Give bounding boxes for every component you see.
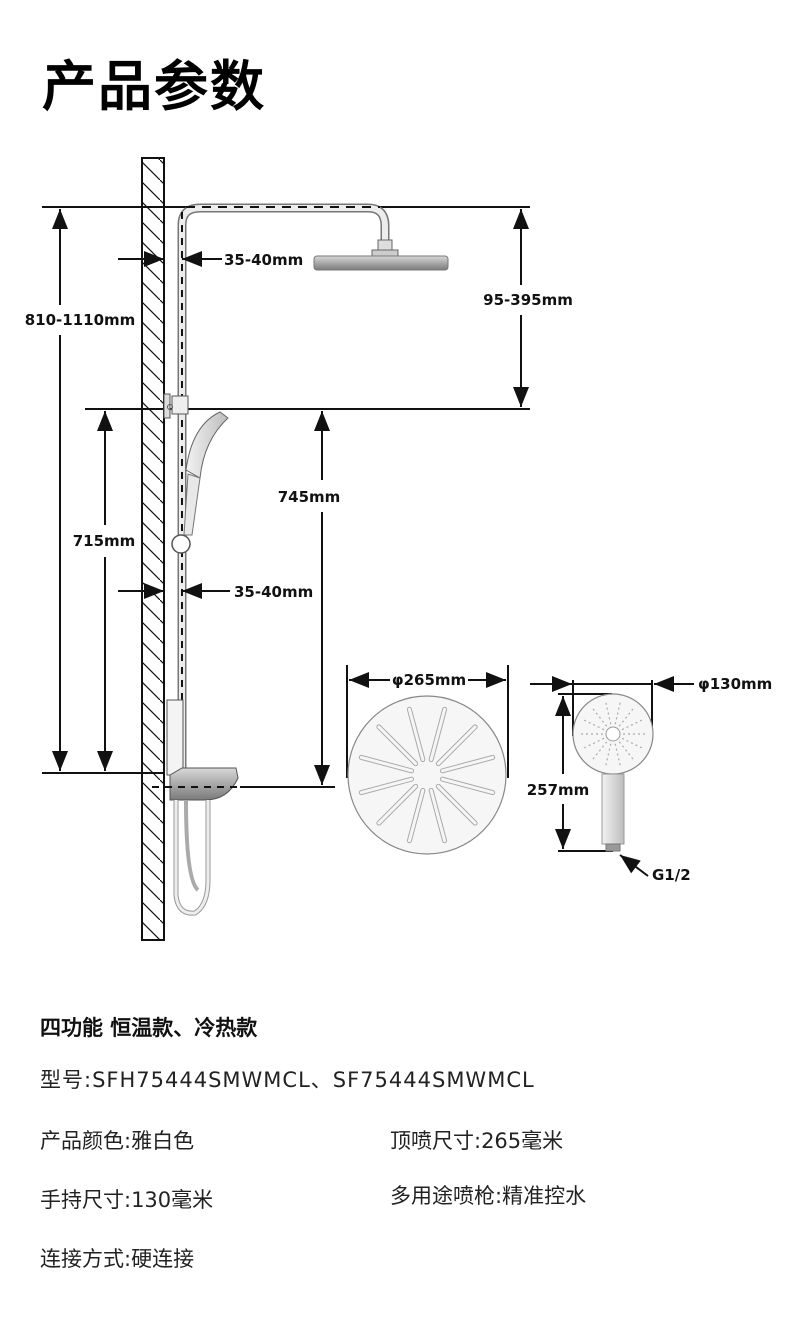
spec-heading: 四功能 恒温款、冷热款	[40, 1016, 258, 1040]
hand-nozzle-ray	[581, 737, 605, 750]
label-wall-gap-top: 35-40mm	[224, 251, 303, 269]
nozzle-ray	[359, 777, 414, 795]
shower-dimension-diagram: 810-1110mm 35-40mm 95-395mm 745mm 715mm …	[25, 157, 773, 941]
label-slide-bar-height: 745mm	[278, 488, 341, 506]
hand-nozzle-ray	[604, 743, 612, 769]
label-total-height: 810-1110mm	[25, 311, 136, 329]
wall	[141, 157, 165, 941]
hand-nozzle-ray	[581, 718, 605, 731]
nozzle-ray	[436, 784, 477, 825]
spec-model: 型号:SFH75444SMWMCL、SF75444SMWMCL	[40, 1068, 535, 1092]
dim-wall-gap-top: 35-40mm	[118, 251, 303, 269]
label-holder-height: 715mm	[73, 532, 136, 550]
hand-nozzle-ray	[604, 699, 612, 725]
nozzle-ray	[440, 777, 495, 795]
nozzle-ray	[407, 707, 425, 762]
label-top-shower-diameter: φ265mm	[392, 671, 466, 689]
hand-nozzle-ray	[590, 741, 608, 762]
top-shower-head-side	[313, 239, 449, 271]
page-title: 产品参数	[42, 55, 266, 118]
spec-item-color: 产品颜色:雅白色	[40, 1129, 195, 1153]
hand-nozzle-ray	[590, 706, 608, 727]
dim-slide-bar-height: 745mm	[278, 411, 341, 785]
nozzle-ray	[377, 725, 418, 766]
label-head-drop: 95-395mm	[483, 291, 573, 309]
hand-nozzle-ray	[618, 706, 636, 727]
label-thread: G1/2	[652, 866, 691, 884]
label-hand-shower-length: 257mm	[527, 781, 590, 799]
nozzle-ray	[359, 755, 414, 773]
hand-shower-face: φ130mm 257mm G1/2	[527, 675, 773, 884]
dim-holder-height: 715mm	[73, 411, 136, 771]
dim-head-drop: 95-395mm	[483, 209, 573, 407]
label-hand-shower-diameter: φ130mm	[698, 675, 772, 693]
dim-wall-gap-bottom: 35-40mm	[118, 583, 313, 601]
nozzle-ray	[429, 788, 447, 843]
nozzle-ray	[429, 707, 447, 762]
top-shower-face: φ265mm	[346, 665, 509, 855]
spec-item-spray-gun: 多用途喷枪:精准控水	[390, 1184, 587, 1208]
hand-nozzle-ray	[621, 718, 645, 731]
spec-item-hand-shower-size: 手持尺寸:130毫米	[40, 1188, 214, 1212]
mixer-valve-and-shelf	[152, 699, 240, 916]
wall-bracket	[163, 393, 189, 419]
spec-item-connection: 连接方式:硬连接	[40, 1247, 195, 1271]
nozzle-ray	[436, 725, 477, 766]
hand-nozzle-ray	[621, 737, 645, 750]
hand-nozzle-ray	[614, 699, 622, 725]
riser-pipe	[177, 203, 390, 785]
hand-shower-side	[171, 411, 229, 554]
hand-nozzle-ray	[618, 741, 636, 762]
nozzle-ray	[377, 784, 418, 825]
hand-nozzle-ray	[614, 743, 622, 769]
dim-total-height: 810-1110mm	[25, 209, 136, 771]
label-wall-gap-bottom: 35-40mm	[234, 583, 313, 601]
nozzle-ray	[440, 755, 495, 773]
spec-item-top-shower-size: 顶喷尺寸:265毫米	[390, 1129, 564, 1153]
nozzle-ray	[407, 788, 425, 843]
